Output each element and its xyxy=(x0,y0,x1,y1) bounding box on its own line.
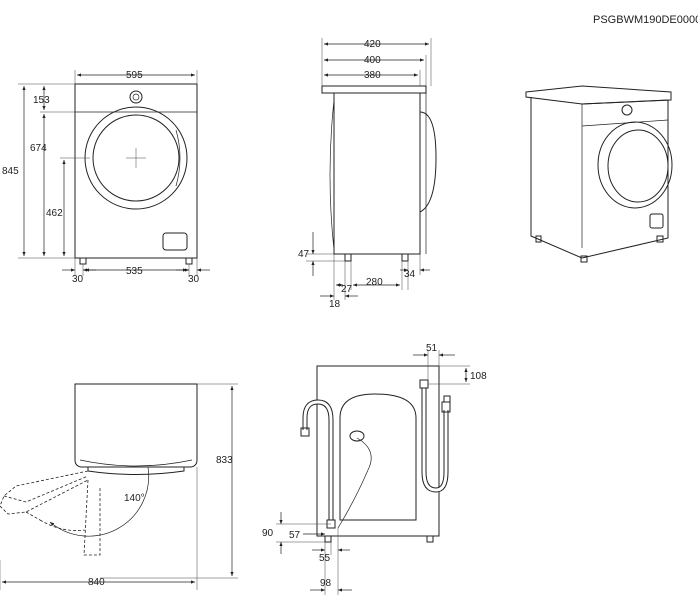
side-foot-inset-label: 18 xyxy=(329,299,341,310)
side-foot-height-label: 47 xyxy=(298,249,310,260)
iso-door-outer xyxy=(597,121,673,209)
side-foot-offset-front-label: 27 xyxy=(341,284,353,295)
power-cable xyxy=(337,437,372,529)
rear-panel xyxy=(339,393,417,521)
drain-hose xyxy=(302,399,334,520)
front-foot-right-label: 30 xyxy=(188,274,200,285)
side-depth-max-label: 420 xyxy=(364,39,381,50)
rear-cabinet xyxy=(316,365,440,537)
door-glass xyxy=(92,114,180,202)
iso-top xyxy=(525,85,672,105)
door-angle-label: 140° xyxy=(124,493,145,504)
iso-side xyxy=(530,97,583,259)
side-depth-door-label: 400 xyxy=(364,55,381,66)
program-knob xyxy=(129,90,143,104)
top-height-label: 833 xyxy=(216,455,233,466)
side-depth-body-label: 380 xyxy=(364,70,381,81)
front-foot-span-label: 535 xyxy=(126,266,143,277)
iso-door-inner xyxy=(607,129,669,203)
drawing-code: PSGBWM190DE00002 xyxy=(593,14,698,26)
side-top-plate xyxy=(321,85,427,94)
filter-flap xyxy=(162,232,188,251)
top-view: 140° 833 840 xyxy=(0,383,238,590)
side-foot-offset-rear-label: 34 xyxy=(404,269,416,280)
rear-view: 51 108 90 57 55 98 xyxy=(262,343,487,595)
rear-drain-offset-label: 57 xyxy=(289,530,301,541)
front-door-center-label: 462 xyxy=(46,208,63,219)
front-view: 595 845 153 674 462 30 535 30 xyxy=(2,70,210,285)
inlet-hose xyxy=(421,388,449,493)
top-door-open xyxy=(0,470,89,515)
rear-hose-offset-y-label: 108 xyxy=(470,371,487,382)
front-width-label: 595 xyxy=(126,70,143,81)
rear-outlet-offset-label: 55 xyxy=(319,553,331,564)
front-door-top-label: 674 xyxy=(30,143,47,154)
rear-hose-offset-x-label: 51 xyxy=(426,343,438,354)
top-door-closed xyxy=(87,466,185,475)
front-cabinet xyxy=(74,83,198,259)
top-body xyxy=(74,383,198,468)
side-view: 420 400 380 47 34 280 27 18 xyxy=(298,38,437,310)
front-foot-left-label: 30 xyxy=(72,274,84,285)
rear-drain-height-label: 90 xyxy=(262,528,274,539)
rear-outlet-span-label: 98 xyxy=(320,578,332,589)
top-total-depth-label: 840 xyxy=(88,577,105,588)
front-top-panel-label: 153 xyxy=(33,95,50,106)
front-total-height-label: 845 xyxy=(2,166,19,177)
door-swing-arc xyxy=(49,466,149,537)
side-body xyxy=(333,93,421,255)
side-door-bulge xyxy=(419,111,437,213)
isometric-view xyxy=(525,85,673,263)
side-foot-span-label: 280 xyxy=(366,277,383,288)
